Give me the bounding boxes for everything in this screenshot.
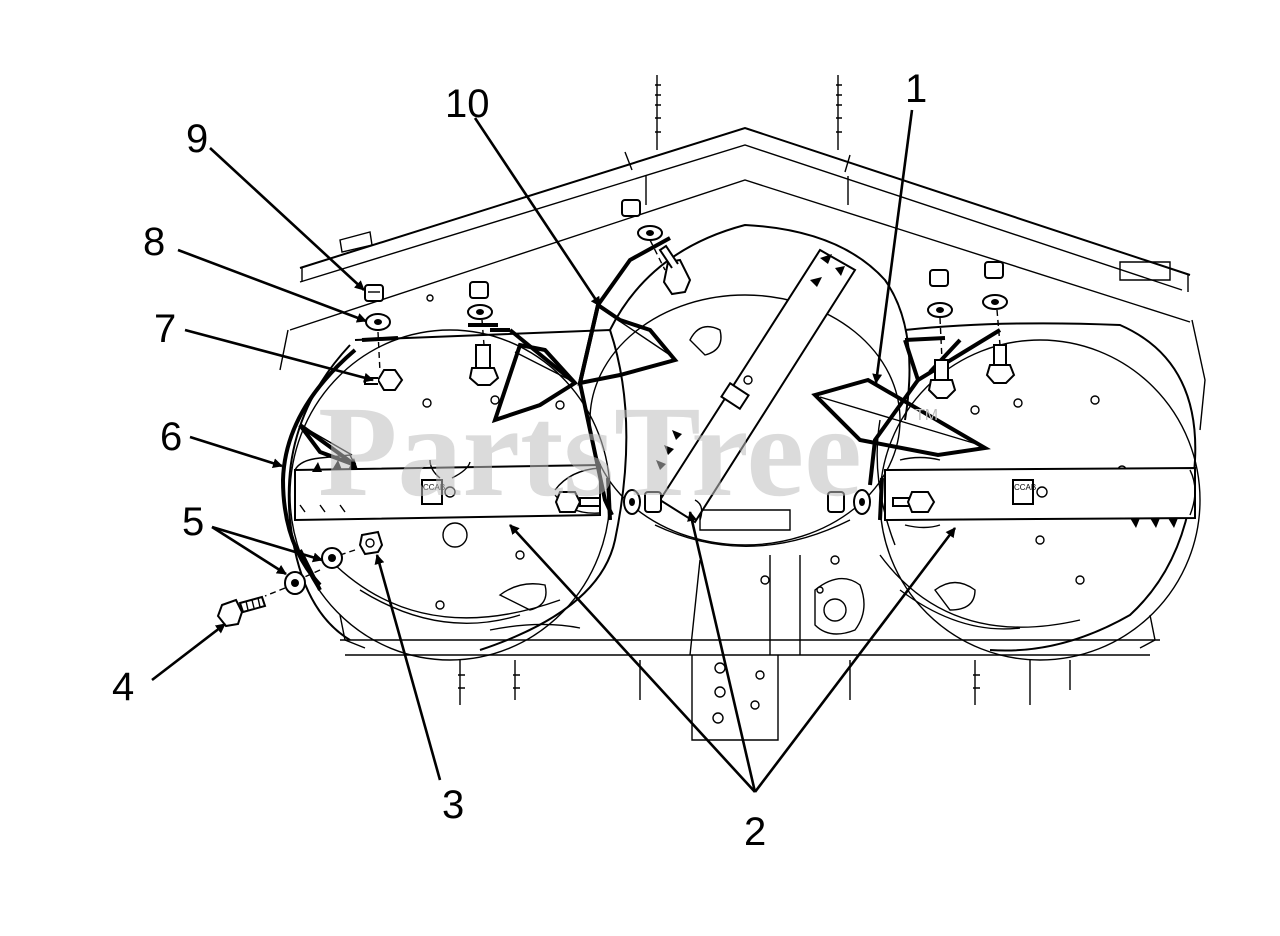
washer-5a <box>321 547 343 569</box>
left-chamber <box>280 294 628 661</box>
blade-bolt-right <box>827 477 936 521</box>
watermark-text: PartsTree <box>318 380 862 524</box>
left-blade: CCAB <box>294 454 601 522</box>
callout-3: 3 <box>442 783 464 827</box>
deck-housing <box>279 75 1206 741</box>
bottom-scale-ticks <box>458 660 1071 705</box>
callout-10: 10 <box>445 82 490 126</box>
nut-mid-left <box>467 281 500 386</box>
washer-8 <box>365 313 391 331</box>
callout-9: 9 <box>186 117 208 161</box>
blade-bolt-left <box>554 477 662 521</box>
hardware <box>216 199 1016 628</box>
callout-2: 2 <box>744 810 766 854</box>
left-deflector <box>298 423 357 467</box>
callout-8: 8 <box>143 220 165 264</box>
blade-guard <box>280 348 357 587</box>
nut-center-top <box>621 199 692 296</box>
center-baffle <box>490 236 679 516</box>
top-scale-ticks <box>645 75 849 205</box>
blade-part-label-right: CCAB <box>1014 483 1036 492</box>
callout-7: 7 <box>154 307 176 351</box>
callout-1: 1 <box>905 67 927 111</box>
nut-3 <box>358 530 384 556</box>
callout-5: 5 <box>182 500 204 544</box>
callout-6: 6 <box>160 415 182 459</box>
washer-5b <box>284 571 306 595</box>
blade-part-label: CCAB <box>423 483 445 492</box>
callout-leaders <box>151 109 957 793</box>
center-chamber <box>589 223 911 656</box>
right-blade: CCAB <box>884 456 1196 529</box>
bolt-4 <box>216 595 267 628</box>
watermark: PartsTree TM <box>318 380 938 524</box>
watermark-trademark: TM <box>915 407 938 424</box>
nut-right-2 <box>982 261 1016 384</box>
callout-numbers: 1 2 3 4 5 6 7 8 9 10 <box>112 67 927 854</box>
nut-right-1 <box>927 269 957 399</box>
callout-4: 4 <box>112 665 134 709</box>
center-blade <box>656 248 857 524</box>
nut-9 <box>364 284 384 302</box>
